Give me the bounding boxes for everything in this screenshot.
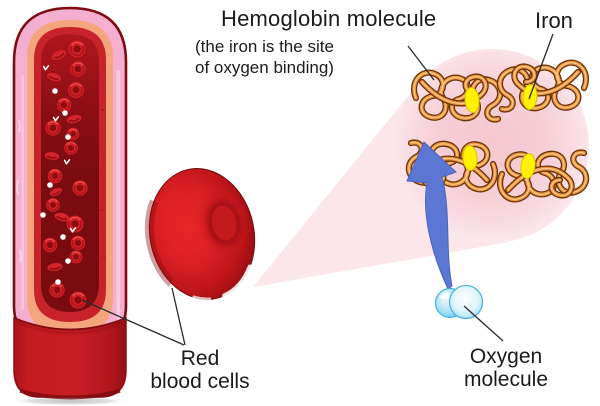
- vessel-bottom-rim: [19, 389, 121, 400]
- vessel-texture-dot: [102, 109, 104, 111]
- cell-highlight: [192, 295, 212, 301]
- red-blood-cell-in-vessel: [69, 60, 87, 78]
- red-blood-cell-in-vessel: [48, 281, 66, 299]
- vessel-texture-dot: [103, 159, 105, 161]
- oxygen-molecule-label-line2: molecule: [463, 368, 549, 391]
- vessel-texture-dot: [103, 257, 105, 259]
- oxygen-highlight: [440, 292, 450, 300]
- pointer-line-rbc-vessel: [81, 299, 185, 346]
- vessel-shadow: [12, 396, 128, 406]
- red-blood-cells-label-line2: blood cells: [150, 370, 250, 393]
- iron-site: [462, 145, 478, 171]
- vessel-cut-edge: [13, 317, 127, 331]
- red-blood-cell-in-vessel: [67, 39, 87, 59]
- hemoglobin-molecule-view: [395, 49, 589, 290]
- red-blood-cell-in-vessel: [68, 249, 84, 265]
- hemoglobin-molecule-label: Hemoglobin molecule: [221, 6, 437, 31]
- pointer-line-hemoglobin: [407, 45, 435, 81]
- red-blood-cell-in-vessel: [46, 167, 64, 185]
- red-blood-cells-label-line1: Red: [180, 347, 220, 370]
- oxygen-binding-arrow: [406, 141, 457, 290]
- pointer-line-rbc-single: [171, 287, 186, 346]
- oxygen-atom: [448, 284, 484, 320]
- cell-highlight: [222, 264, 253, 298]
- hemoglobin-molecule-sublabel: (the iron is the site of oxygen binding): [195, 36, 334, 78]
- oxygen-molecule-label-line1: Oxygen: [469, 345, 543, 368]
- iron-sites: [462, 84, 538, 179]
- red-blood-cells-label: Red blood cells: [124, 347, 276, 393]
- vessel-wall-highlight: [21, 75, 24, 310]
- red-blood-cell-in-vessel: [44, 119, 62, 137]
- vessel-wall-highlight: [116, 70, 120, 320]
- iron-label: Iron: [535, 8, 573, 33]
- hemoglobin-sublabel-line2: of oxygen binding): [195, 58, 334, 77]
- cell-dimple: [197, 187, 251, 259]
- blood-vessel: [12, 6, 128, 406]
- vessel-texture-dot: [101, 209, 103, 211]
- red-blood-cell-in-vessel: [71, 179, 89, 197]
- red-blood-cell-in-vessel: [65, 214, 85, 234]
- red-blood-cell-in-vessel: [41, 236, 59, 254]
- hemoglobin-sublabel-line1: (the iron is the site: [195, 37, 334, 56]
- pointer-line-iron: [528, 33, 554, 100]
- red-blood-cell-in-vessel: [69, 234, 87, 252]
- red-blood-cell-in-vessel: [63, 140, 79, 156]
- red-blood-cell-in-vessel: [66, 80, 86, 100]
- vessel-wall-texture: [16, 119, 22, 263]
- red-blood-cell-shading: [144, 199, 175, 287]
- iron-site: [520, 153, 536, 179]
- iron-site: [464, 87, 480, 113]
- red-blood-cell: [144, 168, 256, 301]
- vessel-cut-shading: [15, 320, 125, 335]
- red-blood-cell-in-vessel: [45, 197, 61, 213]
- pointer-line-oxygen: [463, 305, 504, 342]
- red-blood-cell-in-vessel: [68, 290, 88, 310]
- oxygen-molecule-label: Oxygen molecule: [428, 345, 584, 391]
- oxygen-molecule: [434, 284, 484, 320]
- red-blood-cell-in-vessel: [55, 96, 73, 114]
